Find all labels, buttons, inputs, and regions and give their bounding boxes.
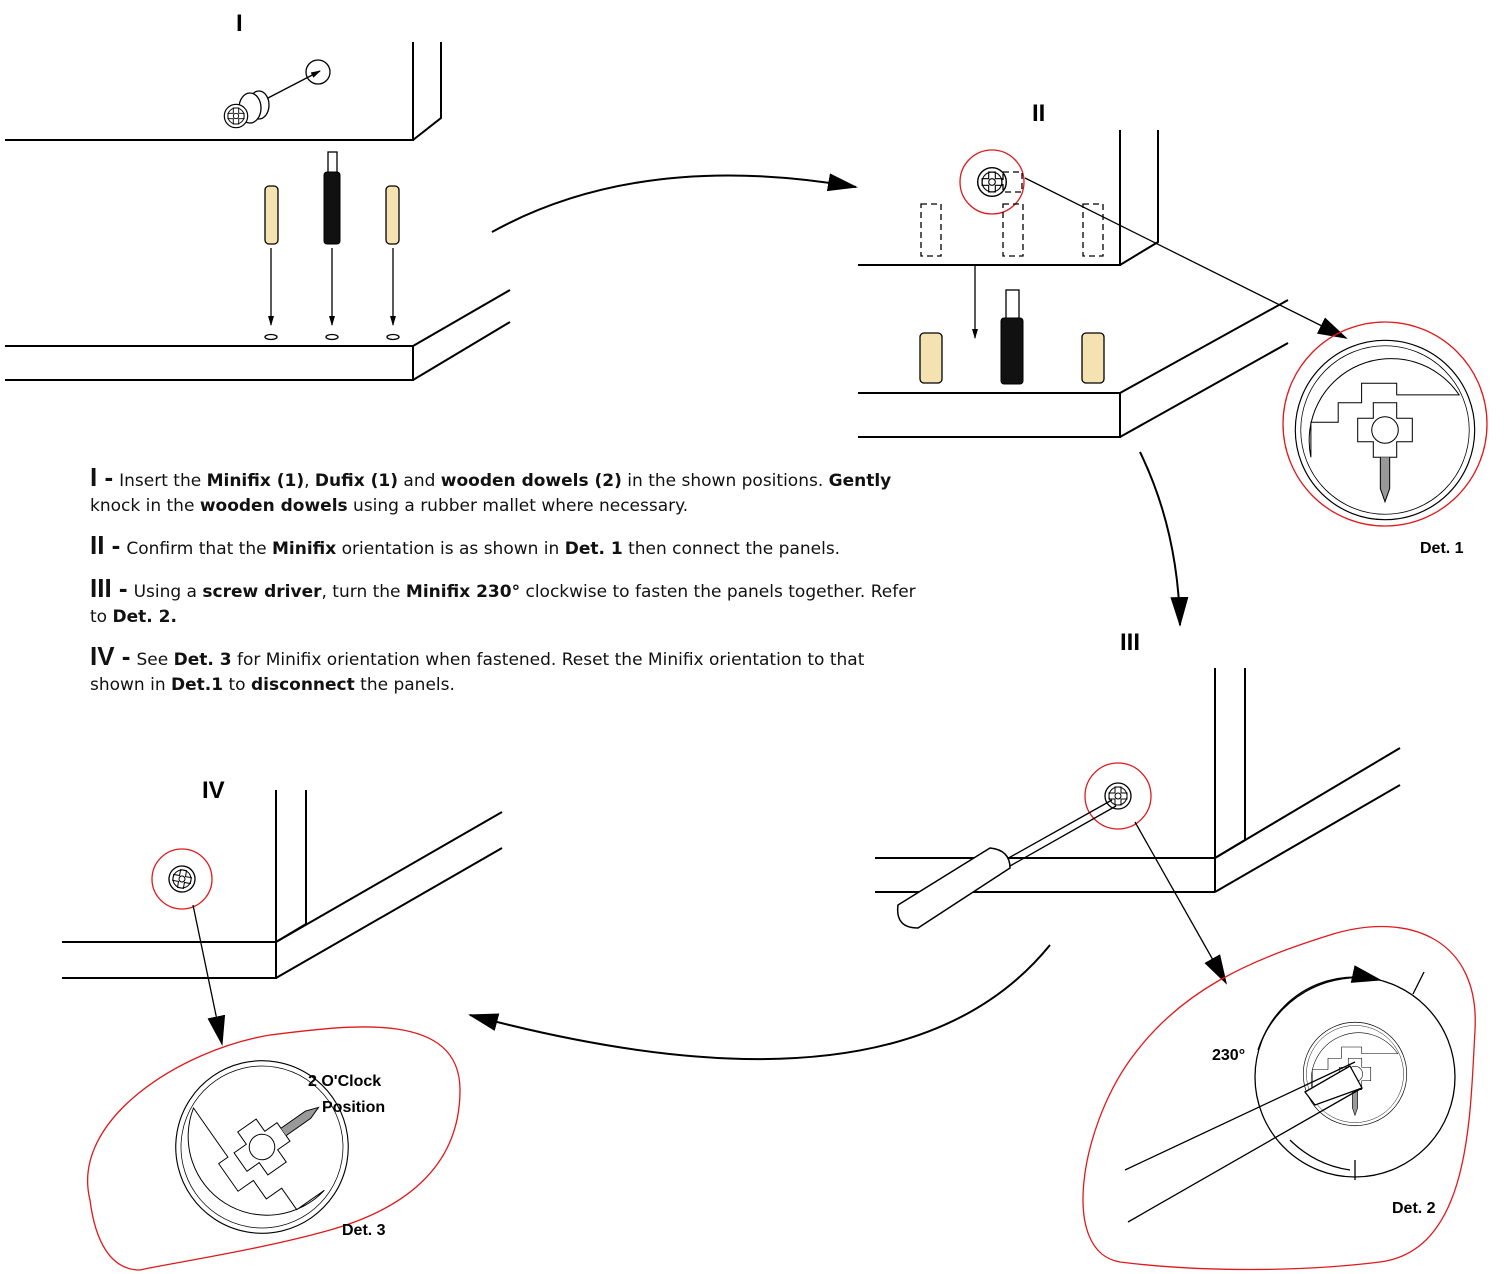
detail-1-outline [1282, 321, 1488, 527]
instruction-step-2: II -Confirm that the Minifix orientation… [90, 530, 920, 562]
wooden-dowel-icon [919, 332, 943, 384]
instruction-text: clockwise to fasten the panels together.… [90, 582, 916, 627]
instruction-text: for Minifix orientation when fastened. R… [90, 650, 865, 695]
step-4-number: IV [202, 777, 225, 804]
minifix-cam-icon [1104, 782, 1132, 810]
instruction-emphasis: Dufix (1) [314, 471, 398, 491]
detail-2: 230° Det. 2 [1082, 925, 1476, 1271]
minifix-cam-icon [976, 166, 1008, 198]
flow-arrow-1-to-2 [491, 173, 858, 233]
instruction-step-number: IV - [90, 641, 131, 671]
minifix-cam-detail-icon [1294, 339, 1476, 521]
dufix-pin-icon [1000, 289, 1024, 385]
step-2-illustration: II [858, 100, 1348, 438]
instruction-step-number: I - [90, 462, 114, 492]
dowel-hole-hidden [920, 203, 942, 257]
angle-label: 230° [1212, 1047, 1245, 1064]
instruction-text: to [223, 675, 251, 695]
instructions-text: I -Insert the Minifix (1), Dufix (1) and… [90, 462, 920, 712]
wooden-dowel-icon [385, 185, 400, 245]
instruction-emphasis: Gently [828, 471, 892, 491]
instruction-emphasis: Det. 1 [564, 539, 623, 559]
instruction-text: in the shown positions. [621, 471, 829, 491]
detail-2-label: Det. 2 [1392, 1200, 1436, 1217]
instruction-emphasis: Det.1 [171, 675, 224, 695]
instruction-text: , [304, 471, 315, 491]
instruction-emphasis: screw driver [202, 582, 322, 602]
instruction-emphasis: Det. 3 [173, 650, 232, 670]
instruction-text: then connect the panels. [622, 539, 841, 559]
step-3-number: III [1120, 629, 1140, 656]
dufix-pin-icon [323, 151, 341, 245]
instruction-emphasis: disconnect [250, 675, 355, 695]
minifix-cam-icon [223, 90, 270, 129]
instruction-emphasis: wooden dowels [199, 496, 348, 516]
highlight-circle [151, 848, 213, 910]
detail-1-label: Det. 1 [1420, 540, 1464, 557]
step-2-number: II [1032, 100, 1045, 127]
wooden-dowel-icon [264, 185, 279, 245]
instruction-step-3: III -Using a screw driver, turn the Mini… [90, 573, 920, 630]
highlight-circle [959, 149, 1025, 215]
instruction-step-number: II - [90, 530, 121, 560]
detail-2-outline [1082, 925, 1476, 1271]
step-1-number: I [236, 10, 243, 37]
instruction-text: orientation is as shown in [336, 539, 565, 559]
instruction-emphasis: Minifix (1) [206, 471, 305, 491]
instruction-text: Using a [133, 582, 203, 602]
instruction-emphasis: Det. 2. [112, 607, 177, 627]
screwdriver-icon [896, 799, 1117, 929]
clock-label-line2: Position [322, 1099, 385, 1116]
instruction-step-number: III - [90, 573, 128, 603]
instruction-text: Confirm that the [126, 539, 272, 559]
instruction-emphasis: Minifix 230° [405, 582, 521, 602]
detail-3: 2 O'Clock Position Det. 3 [87, 1026, 461, 1271]
flow-arrow-3-to-4 [468, 944, 1051, 1061]
instruction-step-1: I -Insert the Minifix (1), Dufix (1) and… [90, 462, 920, 519]
highlight-circle [1084, 762, 1152, 830]
instruction-step-4: IV -See Det. 3 for Minifix orientation w… [90, 641, 920, 698]
instruction-text: Insert the [119, 471, 207, 491]
detail-3-label: Det. 3 [342, 1222, 386, 1239]
wooden-dowel-icon [1081, 332, 1105, 384]
minifix-cam-icon [166, 863, 198, 895]
detail-3-outline [87, 1026, 461, 1271]
instruction-emphasis: wooden dowels (2) [440, 471, 622, 491]
flow-arrow-2-to-3 [1139, 451, 1189, 627]
instruction-text: , turn the [321, 582, 406, 602]
instruction-text: the panels. [354, 675, 455, 695]
detail-1: Det. 1 [1282, 321, 1488, 557]
step-1-illustration: I [5, 10, 511, 381]
instruction-text: and [398, 471, 441, 491]
step-3-illustration: III [875, 629, 1401, 985]
clock-label-line1: 2 O'Clock [308, 1073, 381, 1090]
instruction-text: See [136, 650, 174, 670]
step-4-illustration: IV [62, 777, 503, 1046]
instruction-text: using a rubber mallet where necessary. [347, 496, 689, 516]
instruction-emphasis: Minifix [271, 539, 337, 559]
instruction-text: knock in the [90, 496, 200, 516]
